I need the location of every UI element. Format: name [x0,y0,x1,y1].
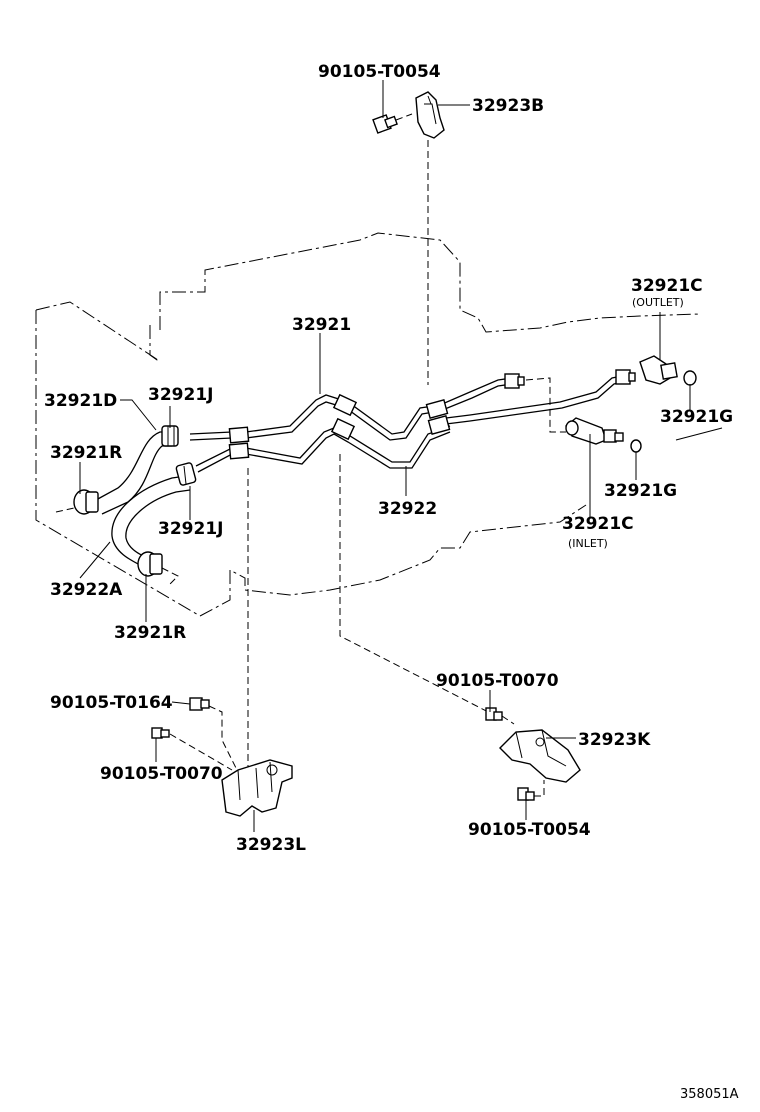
tube-end-fittings [504,369,636,433]
label-bracket-32923b: 32923B [472,96,544,116]
clip-32921j-lower [175,462,197,486]
label-gasket-32921g-low: 32921G [604,481,677,501]
bolt-k-lower-icon [517,780,545,801]
label-bracket-32923k: 32923K [578,730,651,750]
label-bolt-l-low: 90105-T0070 [100,764,223,784]
label-inlet-note: (INLET) [568,537,608,550]
label-bolt-k-low: 90105-T0054 [468,820,591,840]
label-bolt-l-top: 90105-T0164 [50,693,173,713]
bolt-l-upper-icon [189,697,237,769]
label-clamp-32921r-top: 32921R [50,443,122,463]
label-bolt-top: 90105-T0054 [318,62,441,82]
label-tube-32922: 32922 [378,499,437,519]
hose-32922a [111,475,191,567]
label-clip-32921j-low: 32921J [158,519,223,539]
clip-32921j-upper [161,425,179,447]
label-inlet-32921c: 32921C [562,514,634,534]
guide-line-center [339,454,501,719]
label-bolt-k-top: 90105-T0070 [436,671,559,691]
bracket-32923l [221,759,293,817]
fuel-tube-32921 [189,375,623,441]
transmission-outline [35,232,723,617]
label-hose-32921d: 32921D [44,391,117,411]
bracket-32923k [499,729,581,783]
bracket-32923b [415,91,445,139]
label-clamp-32921r-low: 32921R [114,623,186,643]
clamp-32921r-lower [137,551,179,585]
bolt-l-lower-icon [151,727,233,771]
label-outlet-32921c: 32921C [631,276,703,296]
label-clip-32921j-top: 32921J [148,385,213,405]
label-outlet-note: (OUTLET) [632,296,684,309]
bolt-top-icon [372,113,413,134]
outlet-fitting-32921c [639,355,697,386]
leader-lines [79,80,691,832]
label-tube-32921: 32921 [292,315,351,335]
clamp-32921r-upper [55,489,99,515]
bolt-k-upper-icon [485,707,515,725]
inlet-fitting-32921c [565,417,642,453]
label-hose-32922a: 32922A [50,580,123,600]
label-bracket-32923l: 32923L [236,835,306,855]
figure-id: 358051A [680,1087,739,1102]
label-gasket-32921g-top: 32921G [660,407,733,427]
tube-clips [228,393,451,460]
